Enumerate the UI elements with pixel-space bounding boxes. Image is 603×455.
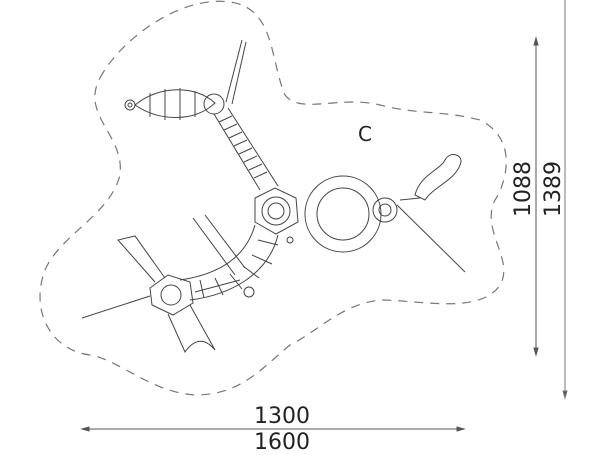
dimension-vertical-inner [533,36,539,357]
boat-element [124,39,247,120]
central-tower [192,187,299,276]
lower-tower [81,235,241,354]
ladder-element [213,107,279,191]
dimension-vertical-outer [562,0,568,400]
dimension-width-outer: 1600 [254,430,310,455]
dimension-height-inner: 1088 [511,161,536,217]
dimension-horizontal [80,426,466,432]
curved-tunnel [179,224,279,301]
ring-element [304,154,466,273]
dimension-height-outer: 1389 [541,161,566,217]
safety-zone-outline [39,0,507,396]
zone-label: C [358,122,372,146]
dimension-width-inner: 1300 [254,404,310,429]
